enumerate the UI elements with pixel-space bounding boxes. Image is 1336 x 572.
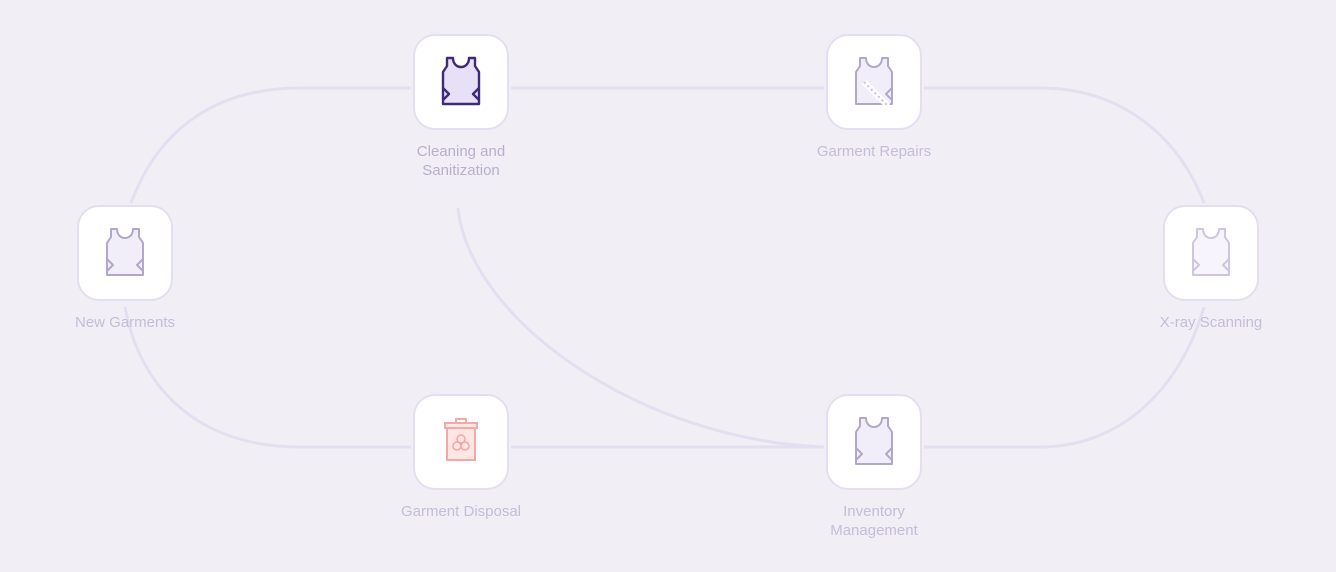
node-x-ray-scanning[interactable]: X-ray Scanning	[1131, 205, 1291, 332]
node-cleaning-and-sanitization[interactable]: Cleaning and Sanitization	[381, 34, 541, 180]
node-new-garments[interactable]: New Garments	[45, 205, 205, 332]
node-garment-repairs[interactable]: Garment Repairs	[794, 34, 954, 161]
apron-icon	[441, 56, 481, 106]
disposal-card[interactable]	[413, 394, 509, 490]
new-garments-label: New Garments	[74, 314, 176, 331]
xray-label: X-ray Scanning	[1159, 314, 1263, 331]
node-garment-disposal[interactable]: Garment Disposal	[381, 394, 541, 521]
repairs-label: Garment Repairs	[816, 143, 932, 160]
apron-repair-icon	[855, 57, 893, 109]
connector-new-to-disposal	[123, 306, 411, 449]
node-inventory-management[interactable]: Inventory Management	[794, 394, 954, 540]
connector-xray-to-inventory	[924, 306, 1206, 449]
inventory-label: Inventory Management	[830, 503, 918, 539]
cleaning-card[interactable]	[413, 34, 509, 130]
cleaning-label: Cleaning and Sanitization	[416, 143, 506, 179]
apron-icon	[106, 228, 144, 276]
connector-repairs-to-xray	[924, 86, 1206, 204]
xray-card[interactable]	[1163, 205, 1259, 301]
connector-new-to-cleaning	[129, 86, 411, 204]
repairs-card[interactable]	[826, 34, 922, 130]
connector-cleaning-to-inventory	[456, 207, 825, 449]
apron-icon	[1192, 228, 1230, 276]
disposal-label: Garment Disposal	[400, 503, 522, 520]
inventory-card[interactable]	[826, 394, 922, 490]
new-garments-card[interactable]	[77, 205, 173, 301]
apron-icon	[855, 417, 893, 465]
biohazard-bin-icon	[444, 418, 478, 461]
